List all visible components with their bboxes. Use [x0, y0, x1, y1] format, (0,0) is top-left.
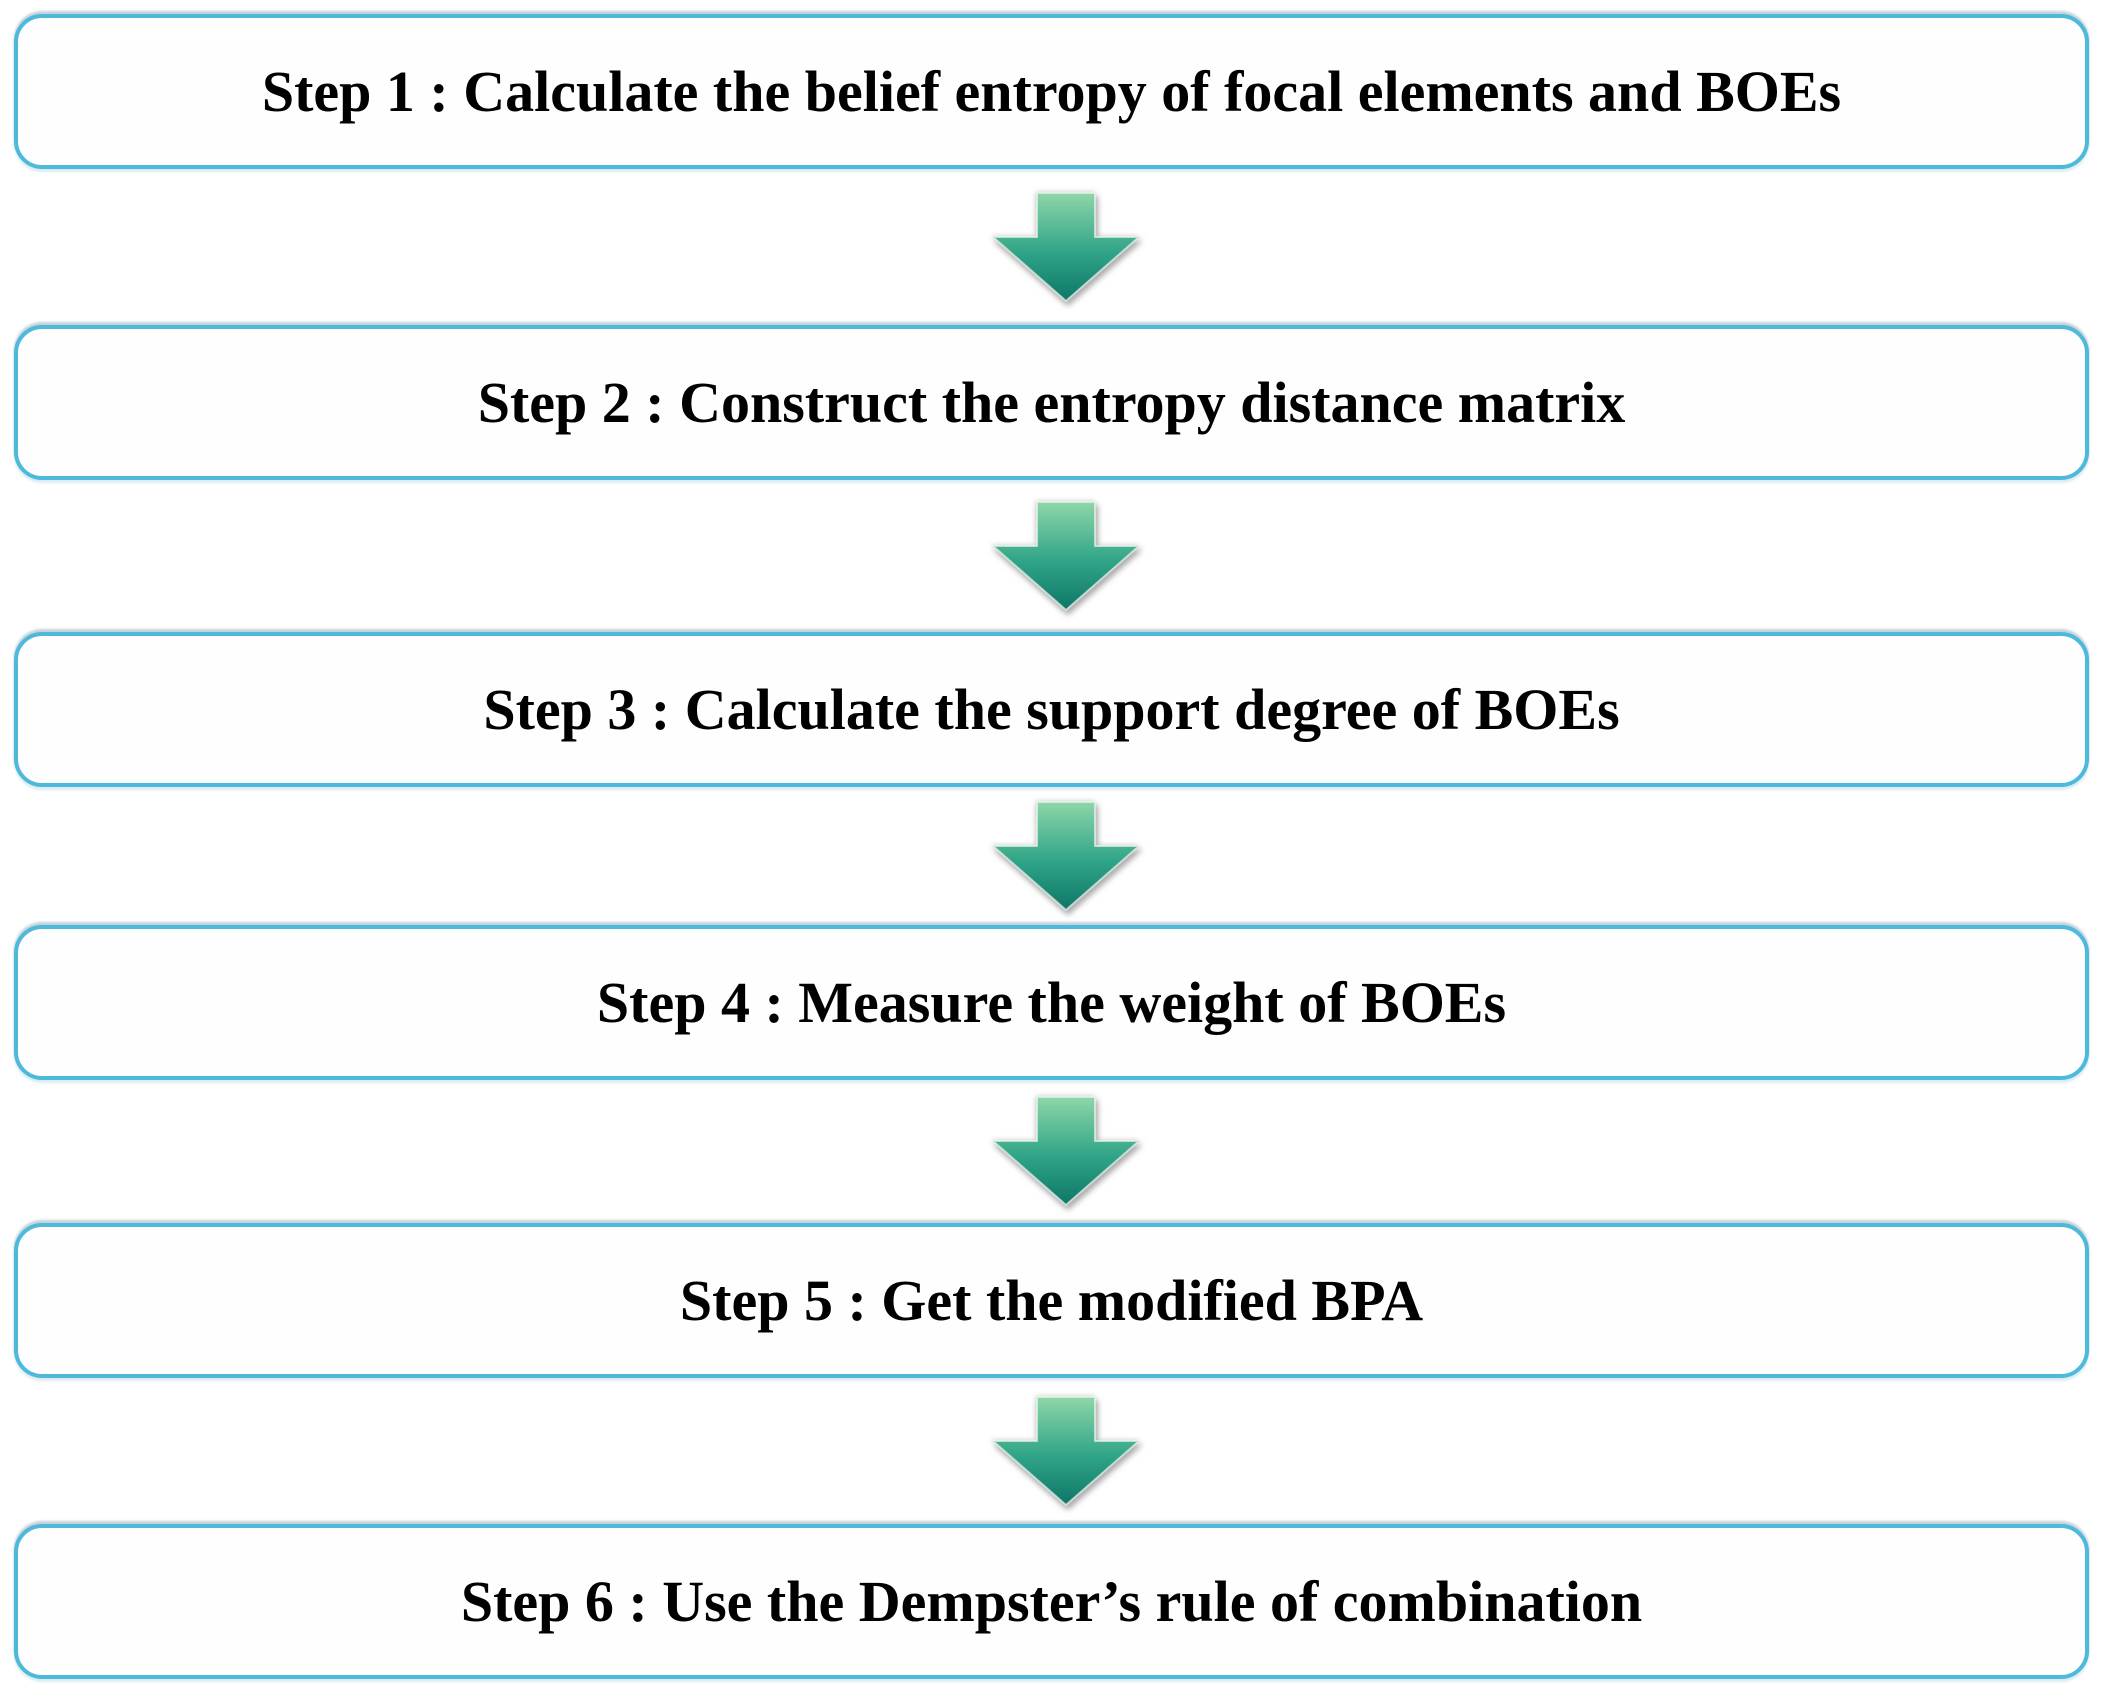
- step-label-3: Step 3 : Calculate the support degree of…: [483, 677, 1620, 742]
- step-box-2: Step 2 : Construct the entropy distance …: [14, 325, 2089, 480]
- step-box-6: Step 6 : Use the Dempster’s rule of comb…: [14, 1524, 2089, 1679]
- step-label-2: Step 2 : Construct the entropy distance …: [477, 370, 1626, 435]
- step-label-1: Step 1 : Calculate the belief entropy of…: [261, 59, 1842, 124]
- step-box-4: Step 4 : Measure the weight of BOEs: [14, 925, 2089, 1080]
- down-arrow-icon: [992, 1396, 1140, 1506]
- step-label-5: Step 5 : Get the modified BPA: [679, 1268, 1424, 1333]
- down-arrow-icon: [992, 801, 1140, 911]
- step-box-3: Step 3 : Calculate the support degree of…: [14, 632, 2089, 787]
- step-box-5: Step 5 : Get the modified BPA: [14, 1223, 2089, 1378]
- step-label-6: Step 6 : Use the Dempster’s rule of comb…: [460, 1569, 1643, 1634]
- step-box-1: Step 1 : Calculate the belief entropy of…: [14, 14, 2089, 169]
- down-arrow-icon: [992, 501, 1140, 611]
- step-label-4: Step 4 : Measure the weight of BOEs: [596, 970, 1507, 1035]
- down-arrow-icon: [992, 192, 1140, 302]
- down-arrow-icon: [992, 1096, 1140, 1206]
